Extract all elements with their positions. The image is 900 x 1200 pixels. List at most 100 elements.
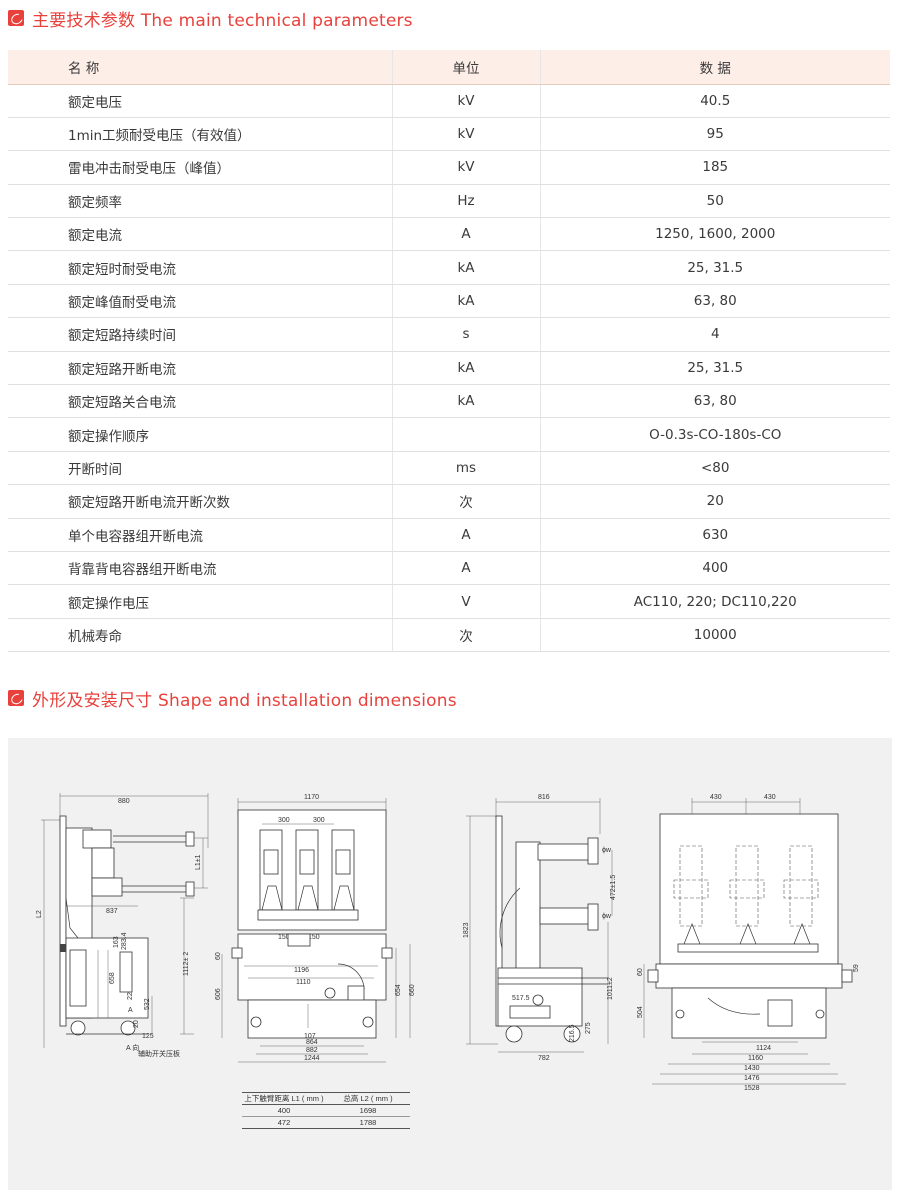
dim-150-a: 150 [278,934,290,941]
cell-l2: 1788 [326,1116,410,1129]
dim-837: 837 [106,908,118,915]
dim-60: 60 [215,952,222,960]
cell-unit: A [391,217,540,252]
cell-name: 额定频率 [8,184,392,219]
cell-value: 63, 80 [539,384,890,419]
cell-value: 630 [539,518,890,552]
cell-name: 机械寿命 [8,618,392,653]
header-l1: 上下触臂距离 L1 ( mm ) [242,1092,326,1105]
header-l2: 总高 L2 ( mm ) [326,1092,410,1105]
cell-unit: 次 [391,484,540,519]
cell-unit: kV [391,117,540,152]
cell-value: 4 [539,317,890,352]
label-aux-switch: 辅助开关压板 [138,1049,180,1058]
cell-name: 额定电压 [8,84,392,118]
label-a-direction: A 向 [126,1043,139,1052]
drawing-side-view: 880 L2 L1±1 837 [36,793,209,1058]
header-name: 名 称 [8,50,392,85]
cell-name: 单个电容器组开断电流 [8,518,392,552]
cell-unit: A [391,551,540,586]
table-row: 400 1698 [242,1104,410,1117]
dim-882: 882 [306,1047,318,1054]
cell-name: 雷电冲击耐受电压（峰值） [8,150,392,185]
cell-name: 额定峰值耐受电流 [8,284,392,319]
dim-816: 816 [538,794,550,801]
cell-unit: kA [391,284,540,319]
cell-name: 1min工频耐受电压（有效值） [8,117,392,152]
dim-125: 125 [142,1033,154,1040]
cell-name: 额定操作顺序 [8,417,392,452]
drawing-front-view-2: 430 430 60 504 59 1 [637,794,860,1092]
cell-l1: 472 [242,1116,326,1129]
lengths-header-row: 上下触臂距离 L1 ( mm ) 总高 L2 ( mm ) [242,1092,410,1105]
cell-l1: 400 [242,1104,326,1117]
cell-name: 背靠背电容器组开断电流 [8,551,392,586]
dim-1011: 1011±2 [607,977,614,1000]
cell-name: 额定短路关合电流 [8,384,392,419]
cell-value: <80 [539,451,890,486]
dim-1476: 1476 [744,1075,760,1082]
cell-name: 额定短路开断电流 [8,351,392,386]
cell-name: 额定电流 [8,217,392,252]
dim-658: 658 [109,972,116,984]
cell-value: 20 [539,484,890,519]
dim-1196: 1196 [294,967,309,974]
dim-59: 59 [853,964,860,972]
cell-value: 10000 [539,618,890,653]
dim-660: 660 [409,984,416,996]
header-unit: 单位 [391,50,540,85]
cell-unit: A [391,518,540,552]
label-a: A [128,1007,133,1014]
section-title-text: 主要技术参数 The main technical parameters [32,10,413,31]
cell-unit: ms [391,451,540,486]
cell-unit: 次 [391,618,540,653]
dim-phi-2: ϕw [602,913,612,920]
dim-532: 532 [144,998,151,1010]
cell-unit: kV [391,84,540,118]
cell-value: AC110, 220; DC110,220 [539,584,890,619]
cell-value: 25, 31.5 [539,250,890,285]
dim-517: 517.5 [512,995,530,1002]
dim-504: 504 [637,1006,644,1018]
section-title-text: 外形及安装尺寸 Shape and installation dimension… [32,690,457,711]
cell-value: 40.5 [539,84,890,118]
dim-1823: 1823 [463,922,470,938]
dim-283: 283.4 [121,932,128,950]
cell-unit: s [391,317,540,352]
cell-unit: kA [391,384,540,419]
dim-60-right: 60 [637,968,644,976]
dim-1528: 1528 [744,1085,760,1092]
cell-unit: Hz [391,184,540,219]
cell-name: 额定短路持续时间 [8,317,392,352]
dim-606: 606 [215,988,222,1000]
header-value: 数 据 [539,50,890,85]
drawing-side-view-2: 816 1823 ϕw ϕw 472±1.5 517.5 [463,794,617,1062]
cell-value: 1250, 1600, 2000 [539,217,890,252]
cell-name: 开断时间 [8,451,392,486]
technical-drawing: 880 L2 L1±1 837 [36,793,860,1092]
dim-l2: L2 [36,910,43,918]
dim-150-b: 150 [308,934,320,941]
dim-654: 654 [395,984,402,996]
dim-1110: 1110 [296,979,311,986]
dim-pitch-1: 300 [278,817,290,824]
dim-275: 275 [585,1022,592,1034]
dim-782: 782 [538,1055,550,1062]
section-marker-icon [8,690,24,706]
dim-1430: 1430 [744,1065,760,1072]
cell-value: 400 [539,551,890,586]
